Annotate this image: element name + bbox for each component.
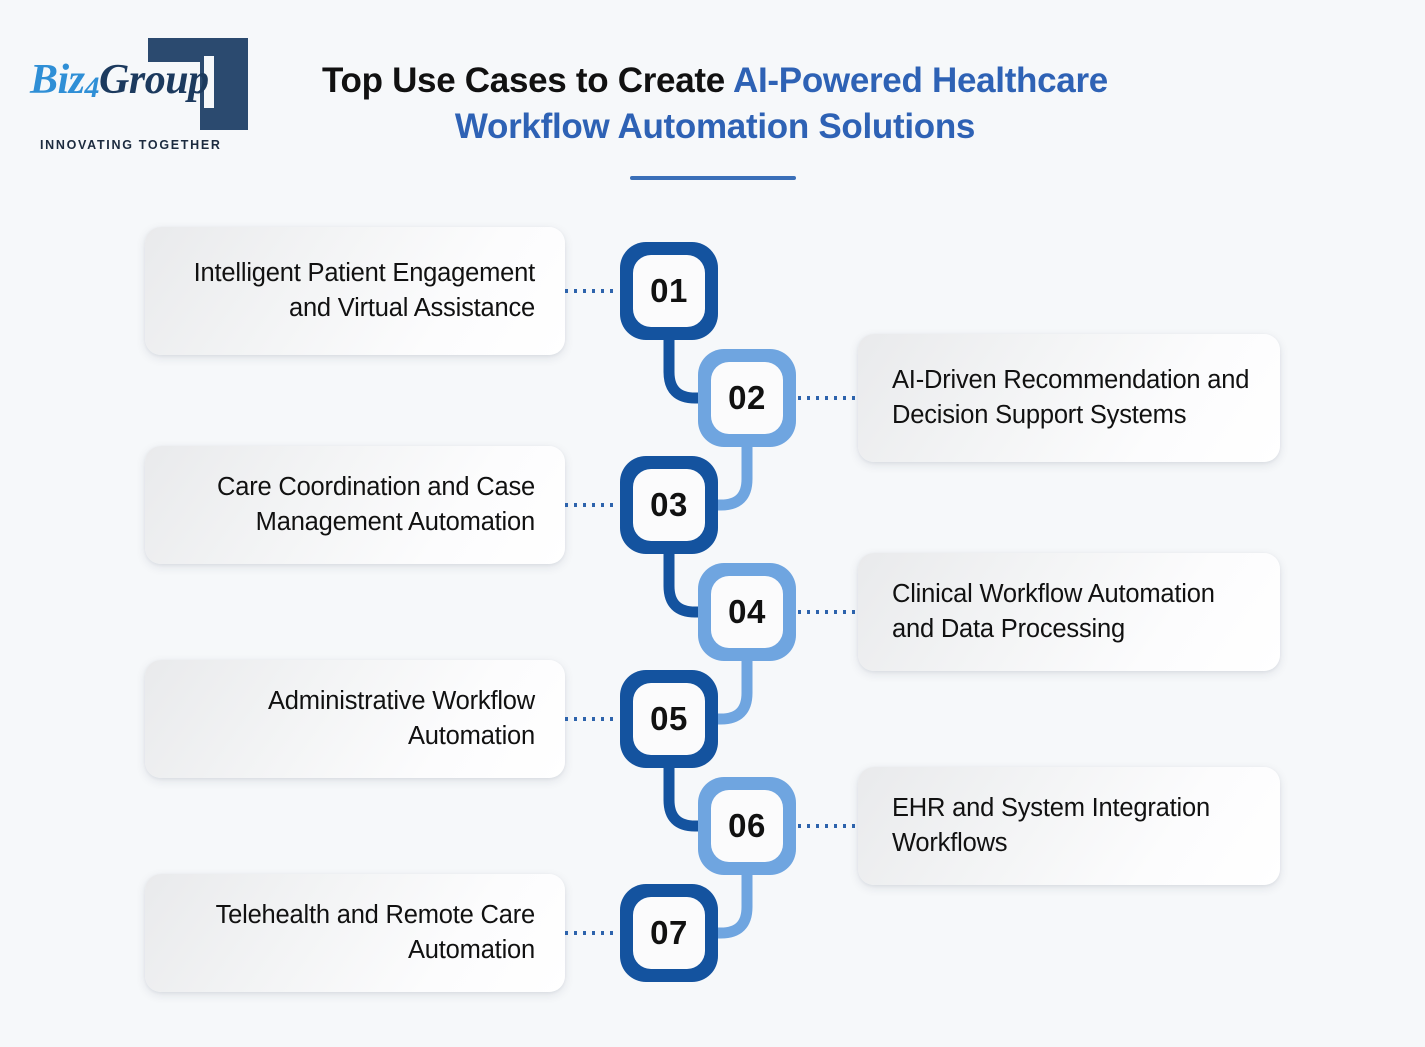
leader-dots-05 (565, 717, 618, 721)
timeline-card-label: Telehealth and Remote Care Automation (215, 901, 536, 964)
title-line-1: Top Use Cases to Create AI-Powered Healt… (290, 58, 1140, 104)
title-blue-segment-1: AI-Powered Healthcare (733, 61, 1108, 100)
logo-text-four: 4 (84, 71, 100, 104)
timeline-node-04[interactable]: 04 (698, 563, 796, 661)
page-title: Top Use Cases to Create AI-Powered Healt… (290, 58, 1140, 150)
node-inner-plate: 02 (711, 362, 783, 434)
title-underline-divider (630, 176, 796, 180)
timeline-card-label: AI-Driven Recommendation and Decision Su… (892, 366, 1250, 429)
timeline-node-01[interactable]: 01 (620, 242, 718, 340)
timeline-node-06[interactable]: 06 (698, 777, 796, 875)
title-line-2: Workflow Automation Solutions (454, 107, 976, 146)
node-inner-plate: 07 (633, 897, 705, 969)
logo-text-biz: Biz (30, 57, 85, 103)
logo-mark-icon (148, 38, 248, 130)
timeline-node-07[interactable]: 07 (620, 884, 718, 982)
leader-dots-01 (565, 289, 618, 293)
node-inner-plate: 01 (633, 255, 705, 327)
node-number-label: 04 (728, 593, 766, 630)
node-number-label: 03 (650, 486, 688, 523)
timeline-node-02[interactable]: 02 (698, 349, 796, 447)
leader-dots-07 (565, 931, 618, 935)
timeline-card-label: EHR and System Integration Workflows (892, 794, 1210, 857)
timeline-card-label: Clinical Workflow Automation and Data Pr… (892, 580, 1215, 643)
timeline-card-label: Administrative Workflow Automation (268, 687, 535, 750)
leader-dots-04 (798, 610, 858, 614)
timeline-card-05[interactable]: Administrative Workflow Automation (145, 660, 565, 778)
node-inner-plate: 03 (633, 469, 705, 541)
timeline-card-01[interactable]: Intelligent Patient Engagement and Virtu… (145, 227, 565, 355)
timeline-card-03[interactable]: Care Coordination and Case Management Au… (145, 446, 565, 564)
title-dark-segment: Top Use Cases to Create (322, 61, 734, 100)
node-inner-plate: 04 (711, 576, 783, 648)
node-number-label: 06 (728, 807, 766, 844)
timeline-card-04[interactable]: Clinical Workflow Automation and Data Pr… (858, 553, 1280, 671)
node-number-label: 05 (650, 700, 688, 737)
logo-wordmark: Biz4Group INNOVATING TOGETHER (30, 56, 220, 152)
node-number-label: 02 (728, 379, 766, 416)
node-number-label: 07 (650, 914, 688, 951)
leader-dots-03 (565, 503, 618, 507)
node-inner-plate: 05 (633, 683, 705, 755)
header: Biz4Group INNOVATING TOGETHER Top Use Ca… (0, 0, 1425, 200)
timeline-node-05[interactable]: 05 (620, 670, 718, 768)
brand-logo: Biz4Group INNOVATING TOGETHER (30, 30, 248, 152)
timeline-card-06[interactable]: EHR and System Integration Workflows (858, 767, 1280, 885)
leader-dots-06 (798, 824, 858, 828)
timeline-card-label: Intelligent Patient Engagement and Virtu… (193, 259, 536, 322)
timeline-card-07[interactable]: Telehealth and Remote Care Automation (145, 874, 565, 992)
logo-tagline: INNOVATING TOGETHER (40, 138, 222, 152)
node-inner-plate: 06 (711, 790, 783, 862)
leader-dots-02 (798, 396, 858, 400)
node-number-label: 01 (650, 272, 688, 309)
timeline-card-02[interactable]: AI-Driven Recommendation and Decision Su… (858, 334, 1280, 462)
logo-text-group: Group (99, 57, 209, 103)
timeline-card-label: Care Coordination and Case Management Au… (217, 473, 535, 536)
timeline-node-03[interactable]: 03 (620, 456, 718, 554)
